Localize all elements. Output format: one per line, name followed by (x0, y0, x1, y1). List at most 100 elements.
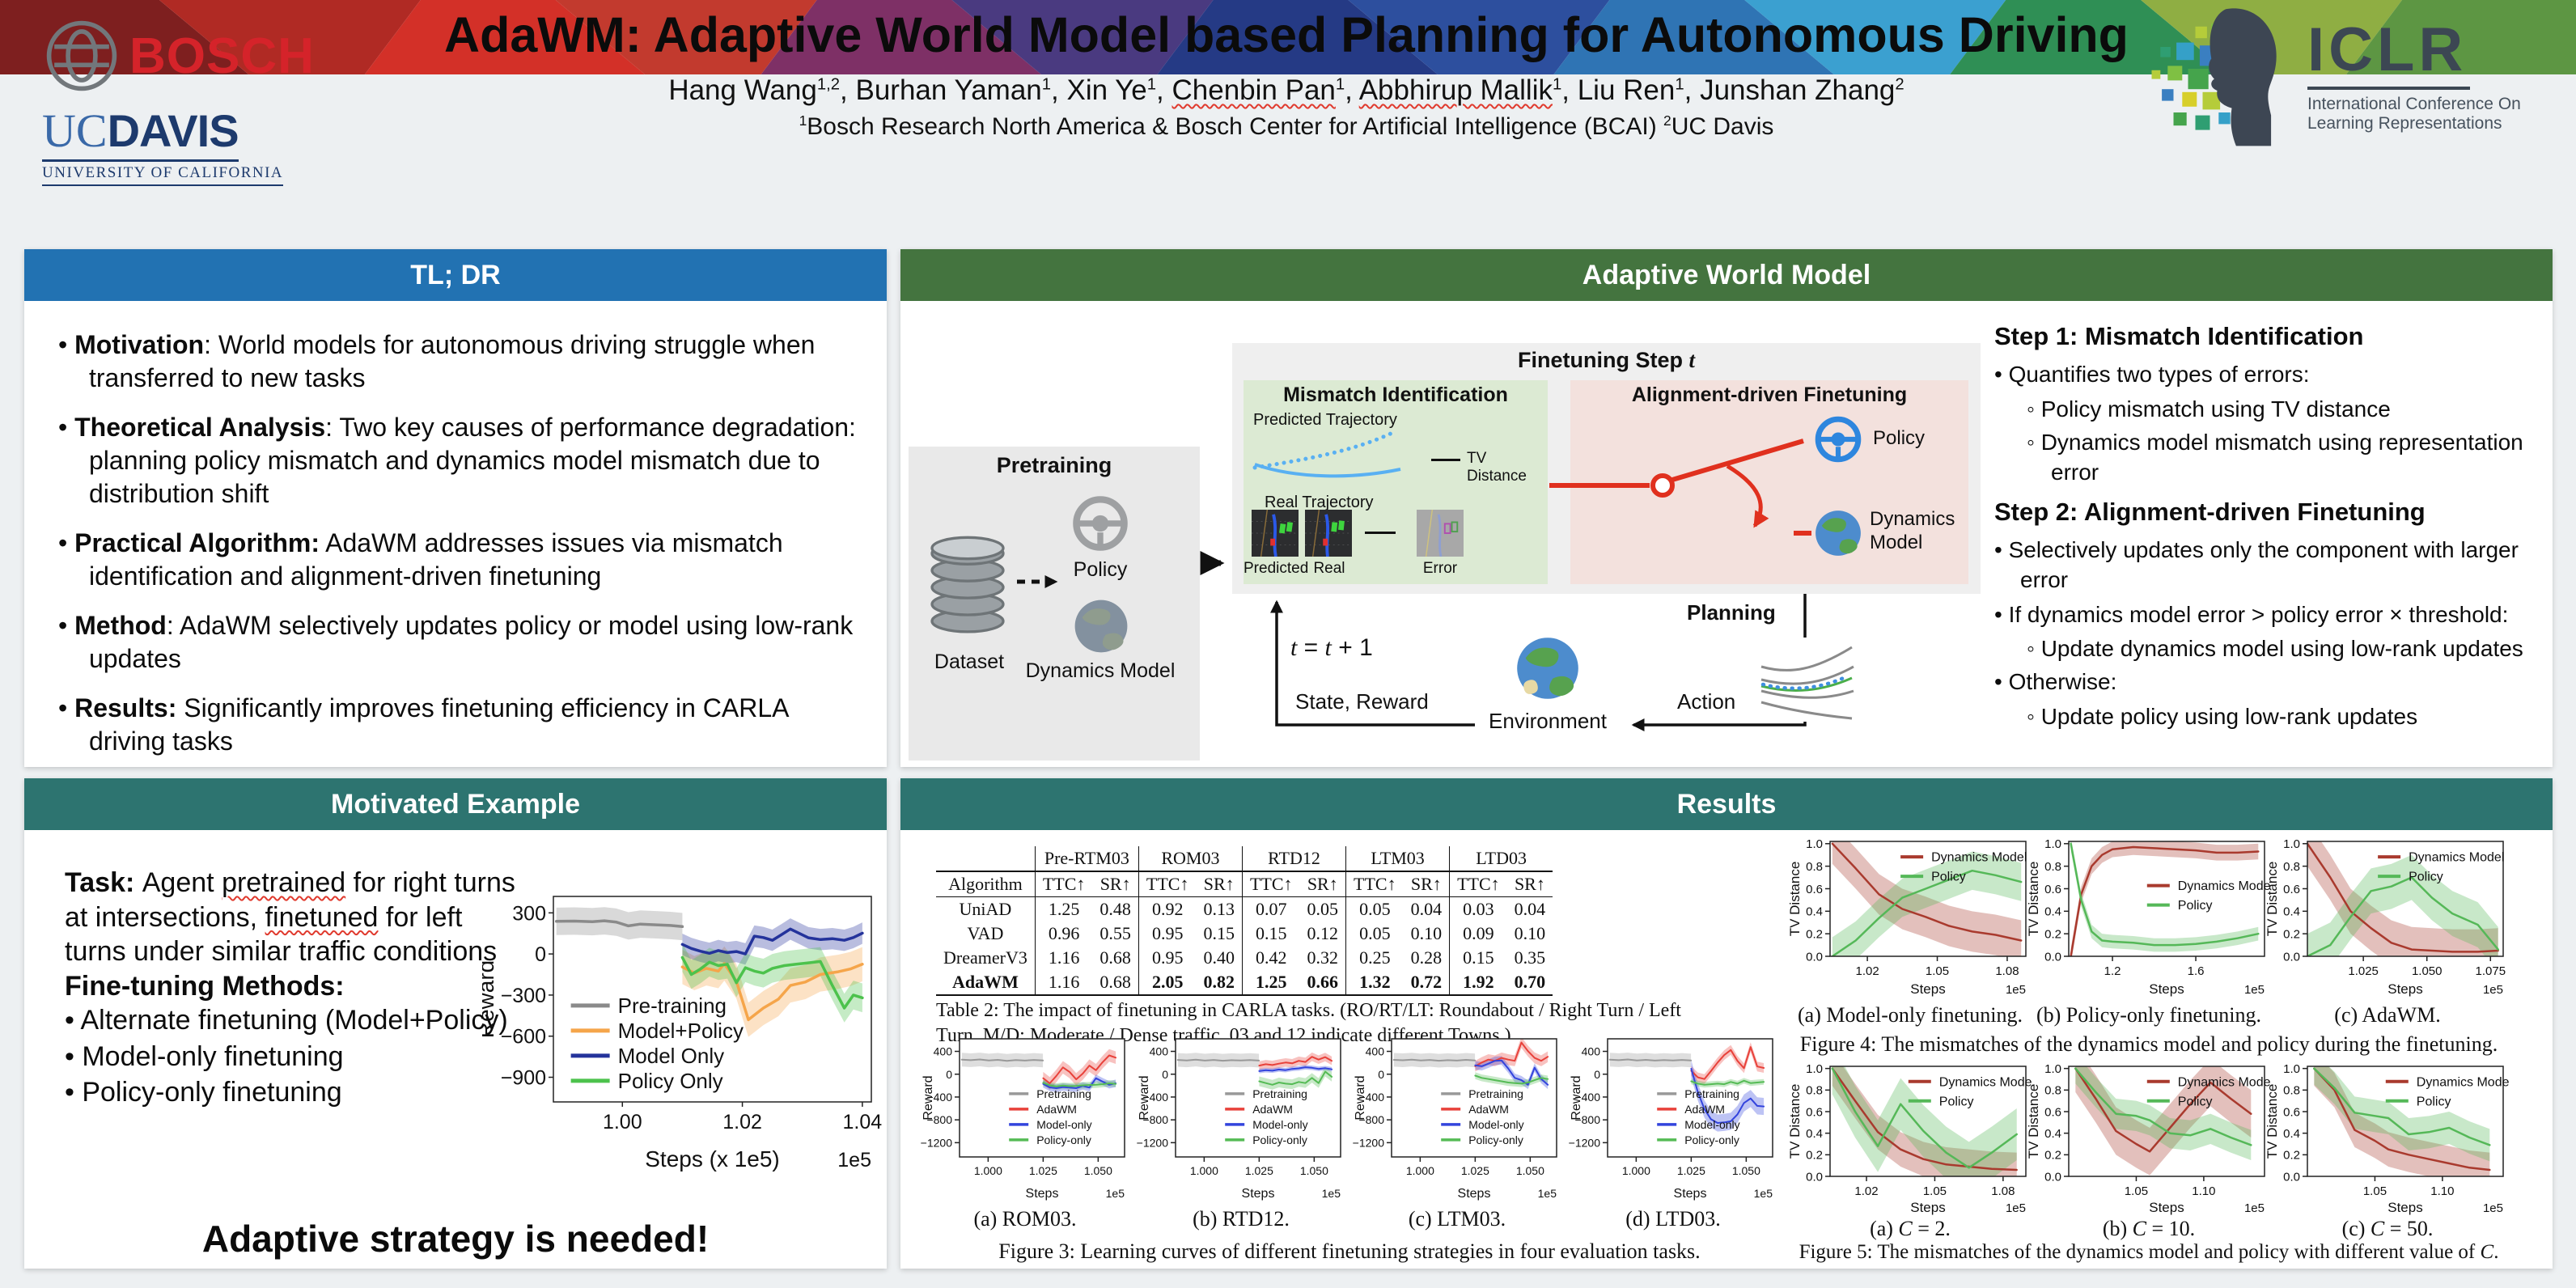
text-segment: C (2480, 1241, 2494, 1263)
svg-text:1e5: 1e5 (2483, 983, 2503, 997)
svg-text:0.6: 0.6 (1806, 1105, 1823, 1119)
svg-text:1.0: 1.0 (1806, 837, 1823, 851)
svg-text:1.02: 1.02 (1854, 1184, 1878, 1198)
table-cell: 0.07 (1241, 896, 1300, 922)
real-thumb-label: Real (1313, 560, 1345, 577)
svg-text:1.05: 1.05 (1926, 964, 1949, 978)
text-segment: pretrained (222, 867, 346, 898)
predicted-thumb-label: Predicted (1244, 560, 1309, 577)
iclr-mosaic-square (2167, 66, 2183, 81)
svg-text:Policy: Policy (1939, 1095, 1974, 1108)
dataset-icon (930, 536, 1005, 633)
svg-text:Policy: Policy (1931, 871, 1966, 884)
table-header-cell: SR↑ (1299, 871, 1346, 897)
svg-text:AdaWM: AdaWM (1036, 1103, 1077, 1116)
svg-text:Policy-only: Policy-only (1684, 1133, 1739, 1146)
fig5b-subcaption: (b) C = 10. (2027, 1217, 2271, 1241)
svg-text:Model-only: Model-only (1468, 1118, 1523, 1131)
svg-text:1.00: 1.00 (603, 1111, 642, 1133)
table-cell: 0.09 (1449, 922, 1507, 946)
table-cell: 0.05 (1345, 896, 1404, 922)
awm-title: Adaptive World Model (1582, 259, 1871, 290)
text-segment: (c) (2341, 1217, 2371, 1240)
text-segment: , (1156, 74, 1172, 106)
svg-text:0.2: 0.2 (1806, 928, 1823, 942)
action-label: Action (1677, 689, 1736, 714)
svg-text:Model+Policy: Model+Policy (618, 1019, 744, 1043)
svg-text:Policy: Policy (2409, 871, 2443, 884)
step-item: ◦ Update dynamics model using low-rank u… (2027, 636, 2523, 662)
table-header-cell: TTC↑ (1241, 871, 1300, 897)
steering-wheel-icon-gray (1073, 496, 1128, 551)
banner-shape (2346, 0, 2576, 74)
svg-text:400: 400 (1366, 1045, 1385, 1058)
svg-text:0.0: 0.0 (2044, 950, 2061, 964)
svg-text:0.6: 0.6 (1806, 883, 1823, 896)
table-cell: 1.32 (1345, 970, 1404, 996)
svg-text:1.025: 1.025 (1461, 1164, 1489, 1177)
svg-text:0.8: 0.8 (2044, 1084, 2061, 1098)
svg-text:1.025: 1.025 (1029, 1164, 1057, 1177)
svg-text:Policy: Policy (2178, 1095, 2213, 1108)
text-segment: Chenbin Pan (1171, 74, 1336, 106)
steering-wheel-icon-blue (1815, 416, 1862, 463)
text-segment: 1 (1146, 75, 1157, 94)
svg-text:1e5: 1e5 (2483, 1201, 2503, 1215)
text-segment: . (2493, 1241, 2499, 1263)
poster-title: AdaWM: Adaptive World Model based Planni… (444, 7, 2129, 62)
bev-error-thumbnail (1417, 510, 1464, 557)
svg-text:Reward: Reward (1354, 1075, 1367, 1120)
banner-shape (1553, 0, 1834, 74)
step-item: • If dynamics model error > policy error… (1994, 601, 2509, 627)
svg-text:1e5: 1e5 (1106, 1187, 1125, 1200)
table-cell: 0.13 (1203, 899, 1235, 919)
iclr-mosaic-square (2188, 69, 2209, 90)
svg-text:0.0: 0.0 (2044, 1170, 2061, 1184)
svg-text:−600: −600 (501, 1026, 546, 1049)
svg-text:0.8: 0.8 (2044, 860, 2061, 874)
svg-text:0.6: 0.6 (2283, 1105, 2300, 1119)
svg-text:1.6: 1.6 (2188, 964, 2205, 978)
mismatch-identification-panel: Mismatch Identification Predicted Trajec… (1244, 380, 1548, 584)
svg-text:400: 400 (1150, 1045, 1169, 1058)
awm-panel: Adaptive World Model Pretraining Dataset (900, 249, 2553, 767)
text-segment: (b) (2102, 1217, 2133, 1240)
method-item: • Policy-only finetuning (65, 1077, 342, 1108)
text-segment: t (1324, 634, 1332, 661)
table-group-cell: ROM03 (1138, 846, 1243, 871)
affiliation-line: 1Bosch Research North America & Bosch Ce… (405, 113, 2168, 141)
svg-text:TV Distance: TV Distance (2027, 1084, 2041, 1159)
t-update-label: t = t + 1 (1290, 634, 1373, 662)
svg-text:Model-only: Model-only (1036, 1118, 1091, 1131)
text-segment: Task: (65, 867, 142, 898)
svg-text:Steps: Steps (2387, 1200, 2422, 1215)
text-segment: C (1898, 1217, 1913, 1240)
iclr-mosaic-square (2176, 42, 2194, 61)
svg-text:Dynamics Model: Dynamics Model (2409, 851, 2504, 865)
motivated-panel: Motivated Example Task: Agent pretrained… (24, 778, 887, 1269)
fig5c-subcaption: (c) C = 50. (2265, 1217, 2510, 1241)
text-segment: 1 (799, 112, 807, 129)
table-cell: 1.16 (1034, 946, 1093, 970)
table-cell: 0.04 (1514, 899, 1546, 919)
step-item: • Quantifies two types of errors: (1994, 361, 2310, 387)
text-segment: , Liu Ren (1561, 74, 1676, 106)
awm-header-bar: Adaptive World Model (900, 249, 2553, 301)
svg-text:0: 0 (1162, 1068, 1168, 1081)
svg-text:Model-only: Model-only (1684, 1118, 1739, 1131)
table-cell: 0.10 (1514, 923, 1546, 943)
svg-text:Model-only: Model-only (1252, 1118, 1307, 1131)
svg-text:Policy: Policy (2417, 1095, 2451, 1108)
iclr-logo-text: ICLR International Conference On Learnin… (2307, 15, 2521, 133)
svg-text:0.0: 0.0 (2283, 950, 2300, 964)
table-cell: 0.68 (1092, 970, 1139, 996)
table-cell: 0.28 (1410, 947, 1443, 968)
